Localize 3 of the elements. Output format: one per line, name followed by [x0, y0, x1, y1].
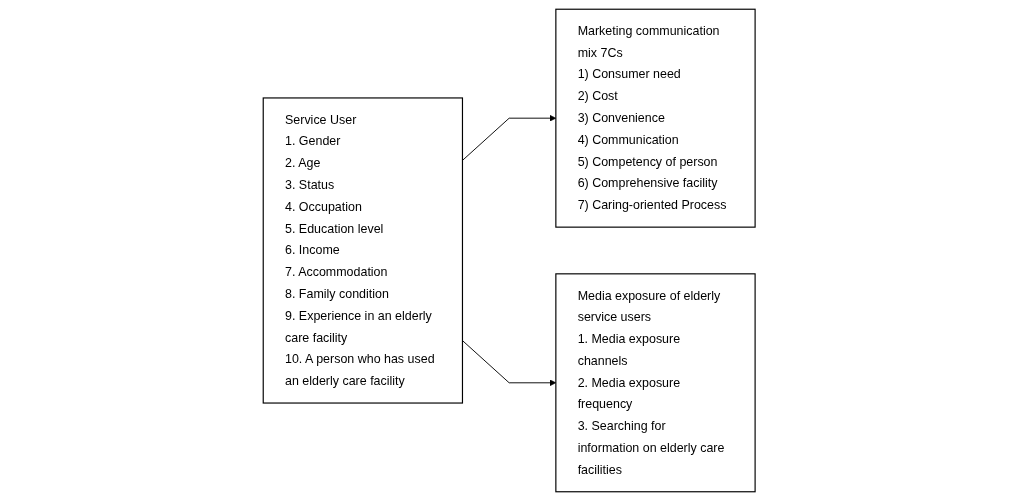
node-box: Marketing communication mix 7Cs 1) Consumer need 2) Cost 3) Convenience 4) Communication 5) Competency of person 6) Comprehensive facility 7) Caring-oriented Process	[555, 8, 756, 228]
node-box: Media exposure of elderly service users 1. Media exposure channels 2. Media exposure frequency 3. Searching for information on elderly care facilities	[555, 272, 756, 492]
node-box: Service User 1. Gender 2. Age 3. Status 4. Occupation 5. Education level 6. Income 7. Accommodation 8. Family condition 9. Experience in an elderly care facility 10. A person who has used an elderly care facility	[262, 96, 463, 404]
